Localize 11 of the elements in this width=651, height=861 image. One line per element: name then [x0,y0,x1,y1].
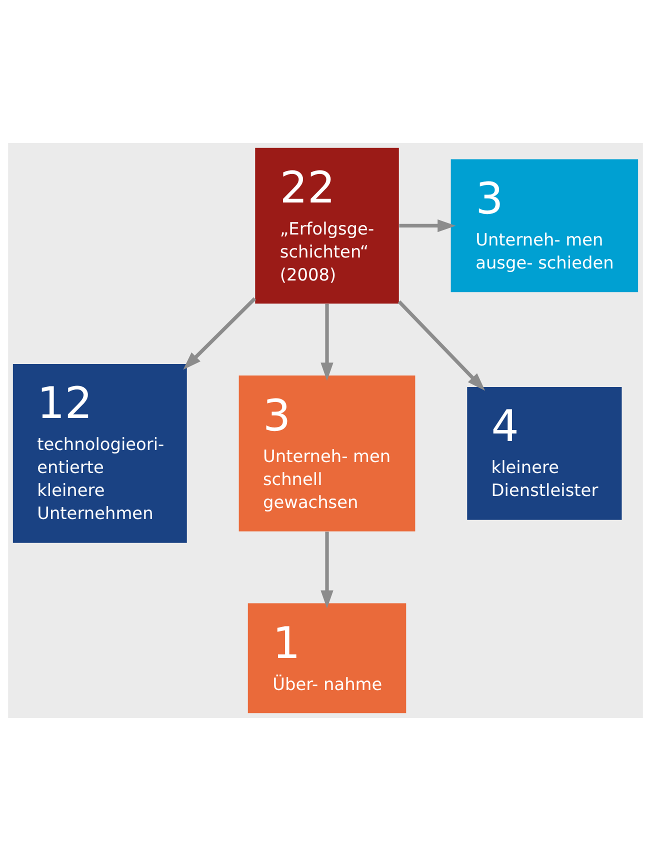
arrow [398,300,486,391]
node-box: 3 Unterneh- men ausge- schieden [450,159,638,292]
arrow [183,297,256,370]
arrow [320,304,334,381]
node-box: 4 kleinere Dienstleister [467,387,622,520]
arrow [320,532,334,609]
node-box: 22 „Erfolgsge- schichten“ (2008) [255,148,399,304]
node-box: 1 Über- nahme [248,603,406,714]
node-box: 3 Unterneh- men schnell gewachsen [238,376,416,532]
node-box: 12 technologieori- entierte kleinere Unternehmen [12,364,187,543]
arrow [399,219,456,232]
